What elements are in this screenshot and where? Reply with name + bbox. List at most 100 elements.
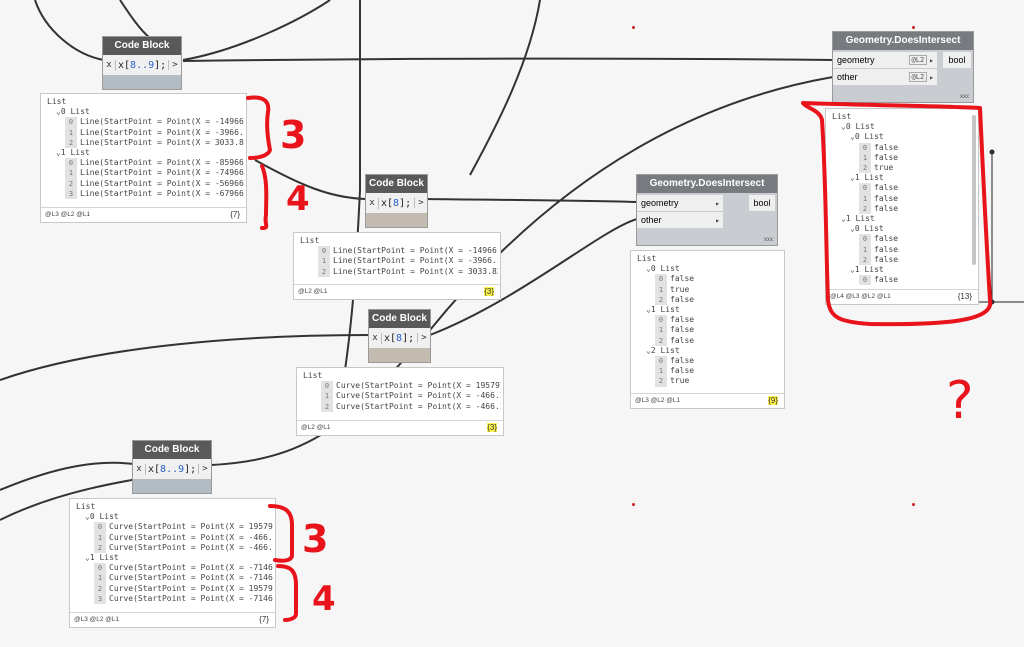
node-title: Geometry.DoesIntersect (833, 32, 973, 50)
item-count: {7} (259, 615, 269, 624)
node-title: Code Block (103, 37, 181, 55)
canvas-dot (632, 503, 635, 506)
list-item: List (637, 254, 657, 263)
list-item: List (76, 502, 96, 511)
code-row[interactable]: x x[8]; > (366, 193, 427, 213)
scrollbar[interactable] (972, 115, 976, 265)
wire (0, 334, 370, 381)
code-row[interactable]: x x[8]; > (369, 328, 430, 348)
code-text[interactable]: x[8]; (378, 197, 414, 209)
wire (182, 0, 331, 61)
list-levels: @L4 @L3 @L2 @L1 (830, 293, 891, 300)
item-count: {3} (487, 423, 497, 432)
list-item: ⌄1 List (56, 148, 90, 158)
wire (0, 461, 134, 491)
output-port[interactable]: > (168, 60, 181, 70)
canvas-dot (912, 503, 915, 506)
code-row[interactable]: x x[8..9]; > (103, 55, 181, 75)
geometry-input-port[interactable]: geometry @L2 ▸ (833, 52, 937, 68)
code-block-node-2[interactable]: Code Block x x[8]; > (366, 175, 427, 227)
code-block-node-4[interactable]: Code Block x x[8..9]; > (133, 441, 211, 493)
item-count: {13} (957, 292, 972, 301)
code-block-node-1[interactable]: Code Block x x[8..9]; > (103, 37, 181, 89)
chevron-right-icon: ▸ (715, 198, 720, 208)
wire (119, 0, 151, 39)
output-port[interactable]: > (198, 464, 211, 474)
code-text[interactable]: x[8]; (381, 332, 417, 344)
output-port[interactable]: > (417, 333, 430, 343)
lacing-selector[interactable]: @L2 (908, 72, 928, 82)
output-port[interactable]: > (414, 198, 427, 208)
code-text[interactable]: x[8..9]; (145, 463, 198, 475)
node-title: Code Block (369, 310, 430, 328)
list-item: ⌄0 List (646, 264, 680, 274)
input-port[interactable]: x (136, 464, 142, 474)
bool-output-port[interactable]: bool (943, 52, 971, 68)
lacing-selector[interactable]: @L2 (908, 55, 928, 65)
other-input-port[interactable]: other ▸ (637, 212, 723, 228)
does-intersect-node-1[interactable]: Geometry.DoesIntersect geometry @L2 ▸ ot… (833, 32, 973, 102)
does-intersect-node-2[interactable]: Geometry.DoesIntersect geometry ▸ other … (637, 175, 777, 245)
node-title: Code Block (366, 175, 427, 193)
other-input-port[interactable]: other @L2 ▸ (833, 69, 937, 85)
preview-footer: @L2 @L1 {3} (297, 420, 503, 435)
list-item: List (47, 97, 67, 106)
geometry-input-port[interactable]: geometry ▸ (637, 195, 723, 211)
preview-footer: @L2 @L1 {3} (294, 284, 500, 299)
code-block-node-3[interactable]: Code Block x x[8]; > (369, 310, 430, 362)
list-levels: @L3 @L2 @L1 (74, 616, 120, 623)
list-item: ⌄1 List (841, 214, 875, 224)
canvas-dot (912, 26, 915, 29)
input-port[interactable]: x (372, 333, 378, 343)
list-item: ⌄1 List (85, 553, 119, 563)
preview-footer: @L4 @L3 @L2 @L1 {13} (826, 289, 978, 304)
list-item: ⌄1 List (646, 305, 680, 315)
code-row[interactable]: x x[8..9]; > (133, 459, 211, 479)
input-port[interactable]: x (106, 60, 112, 70)
code-text[interactable]: x[8..9]; (115, 59, 168, 71)
bool-output-port[interactable]: bool (749, 195, 775, 211)
wire (429, 218, 638, 336)
list-item: ⌄1 List (850, 265, 884, 275)
wire (254, 159, 367, 200)
input-port[interactable]: x (369, 198, 375, 208)
wire (182, 57, 834, 62)
item-count: {3} (484, 287, 494, 296)
list-levels: @L2 @L1 (301, 424, 331, 431)
